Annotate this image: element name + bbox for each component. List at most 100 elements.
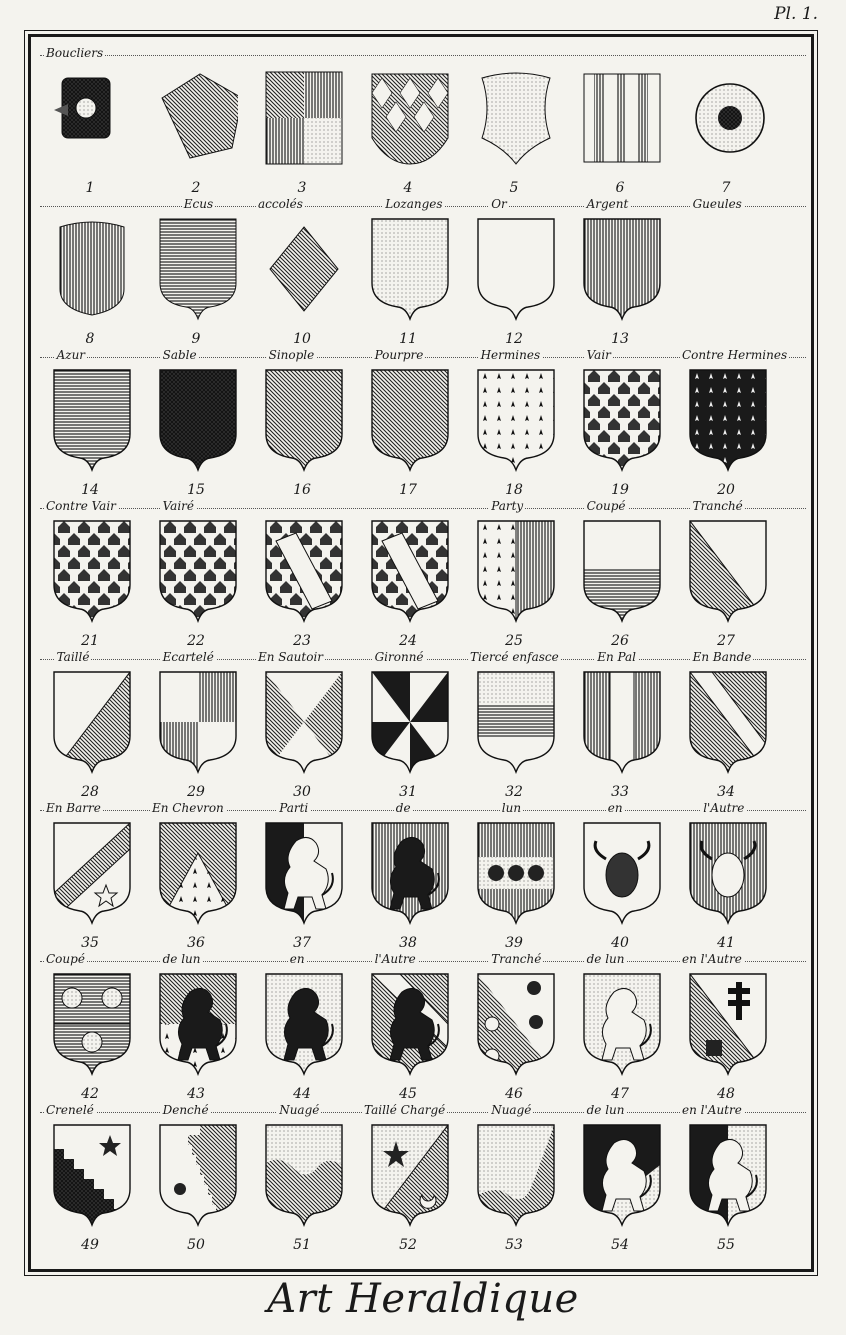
figure-number: 11	[358, 331, 458, 347]
figure-number: 7	[676, 180, 776, 196]
figure-number: 49	[40, 1237, 140, 1253]
figure-number: 16	[252, 482, 352, 498]
shield-sautoir-icon	[264, 670, 344, 774]
shield-figure: 39	[464, 801, 564, 951]
shield-figure: 25	[464, 499, 564, 649]
shield-tranche-icon	[688, 519, 768, 623]
shield-crenele-icon	[52, 1123, 132, 1227]
shield-figure: 18	[464, 348, 564, 498]
figure-number: 40	[570, 935, 670, 951]
shield-argent-icon	[476, 217, 556, 321]
figure-number: 43	[146, 1086, 246, 1102]
figure-number: 42	[40, 1086, 140, 1102]
shield-figure: 49	[40, 1103, 140, 1253]
shield-figure: 16	[252, 348, 352, 498]
shield-figure: 44	[252, 952, 352, 1102]
figure-number: 41	[676, 935, 776, 951]
figure-number: 33	[570, 784, 670, 800]
shield-vaire-icon	[158, 519, 238, 623]
figure-number: 4	[358, 180, 458, 196]
shield-figure: 35	[40, 801, 140, 951]
shield-figure: 5	[464, 46, 564, 196]
figure-number: 15	[146, 482, 246, 498]
shield-coupe-icon	[582, 519, 662, 623]
figure-number: 5	[464, 180, 564, 196]
shield-figure: 17	[358, 348, 458, 498]
figure-number: 27	[676, 633, 776, 649]
shield-rect-hatch-icon	[158, 66, 238, 170]
plate-row: AzurSableSinoplePourpreHerminesVairContr…	[40, 348, 806, 498]
shield-figure: 14	[40, 348, 140, 498]
figure-number: 31	[358, 784, 458, 800]
shield-taille-charge-icon	[370, 1123, 450, 1227]
shield-contre-vair-icon	[52, 519, 132, 623]
shield-figure: 55	[676, 1103, 776, 1253]
plate-title: Art Heraldique	[0, 1276, 846, 1322]
figure-number: 19	[570, 482, 670, 498]
shield-figure: 28	[40, 650, 140, 800]
shield-denche-icon	[158, 1123, 238, 1227]
shield-figure: 4	[358, 46, 458, 196]
figure-number: 34	[676, 784, 776, 800]
shield-vair-bend-icon	[264, 519, 344, 623]
figure-number: 29	[146, 784, 246, 800]
figure-number: 21	[40, 633, 140, 649]
figure-number: 17	[358, 482, 458, 498]
shield-figure: 12	[464, 197, 564, 347]
figure-number: 32	[464, 784, 564, 800]
figure-number: 55	[676, 1237, 776, 1253]
shield-figure: 15	[146, 348, 246, 498]
figure-number: 35	[40, 935, 140, 951]
shield-figure: 9	[146, 197, 246, 347]
shield-figure: 11	[358, 197, 458, 347]
plate-row: Coupéde lunenl'AutreTranchéde lunen l'Au…	[40, 952, 806, 1102]
shield-bande-icon	[688, 670, 768, 774]
figure-number: 52	[358, 1237, 458, 1253]
shield-coupe-lion-icon	[158, 972, 238, 1076]
figure-number: 9	[146, 331, 246, 347]
shield-figure: 38	[358, 801, 458, 951]
shield-figure: 36	[146, 801, 246, 951]
figure-number: 24	[358, 633, 458, 649]
figure-number: 28	[40, 784, 140, 800]
figure-number: 36	[146, 935, 246, 951]
shield-figure: 54	[570, 1103, 670, 1253]
figure-number: 44	[252, 1086, 352, 1102]
figure-number: 3	[252, 180, 352, 196]
shield-sinople-icon	[264, 368, 344, 472]
shield-figure: 29	[146, 650, 246, 800]
shield-gueules-icon	[582, 217, 662, 321]
plate-row: CreneléDenchéNuagéTaillé ChargéNuagéde l…	[40, 1103, 806, 1253]
shield-cartouche-icon	[476, 66, 556, 170]
shield-ecartele-icon	[158, 670, 238, 774]
shield-figure: 42	[40, 952, 140, 1102]
shield-bull-icon	[582, 821, 662, 925]
figure-number: 38	[358, 935, 458, 951]
shield-figure: 19	[570, 348, 670, 498]
shield-figure: 6	[570, 46, 670, 196]
shield-figure: 26	[570, 499, 670, 649]
shield-hermines-icon	[476, 368, 556, 472]
shield-figure: 43	[146, 952, 246, 1102]
shield-figure: 30	[252, 650, 352, 800]
shield-figure: 20	[676, 348, 776, 498]
shield-figure: 31	[358, 650, 458, 800]
shield-buckler-icon	[52, 66, 132, 170]
shield-figure: 48	[676, 952, 776, 1102]
shield-bend-animal-icon	[370, 972, 450, 1076]
shield-tranche-roundels-icon	[476, 972, 556, 1076]
figure-number: 13	[570, 331, 670, 347]
row-label: Gueules	[691, 197, 744, 211]
shield-figure: 45	[358, 952, 458, 1102]
plate-row: Contre VairVairéPartyCoupéTranché2122232…	[40, 499, 806, 649]
shield-figure: 53	[464, 1103, 564, 1253]
shield-lion-icon	[370, 821, 450, 925]
shield-tierce-icon	[476, 670, 556, 774]
figure-number: 30	[252, 784, 352, 800]
shield-coupe-roundels-icon	[52, 972, 132, 1076]
shield-quartered-icon	[264, 66, 344, 170]
shield-bull2-icon	[688, 821, 768, 925]
figure-number: 20	[676, 482, 776, 498]
shield-cross-castle-icon	[688, 972, 768, 1076]
shield-eagle-icon	[582, 972, 662, 1076]
